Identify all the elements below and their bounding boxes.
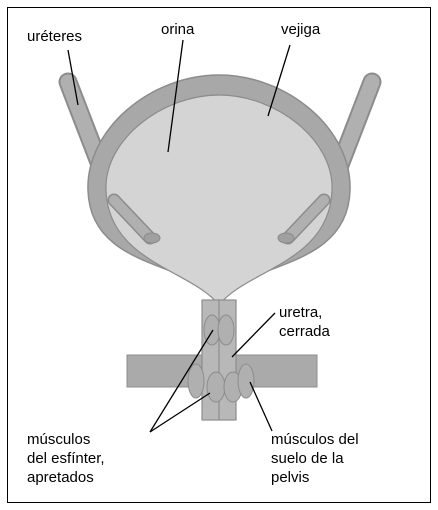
label-ureteres: uréteres [27,27,82,46]
pelvic-muscle-left-inner [207,372,225,402]
label-esfinter: músculos del esfínter, apretados [27,430,105,487]
label-vejiga: vejiga [281,20,320,39]
leader-uretra [232,313,275,357]
ureter-right-upper-fill [340,82,372,165]
pelvic-muscle-right-outer [238,364,254,398]
bladder-interior [106,95,332,305]
label-orina: orina [161,20,194,39]
ureter-left-opening [144,233,160,243]
ureter-right-opening [278,233,294,243]
leader-suelo [250,382,272,431]
label-suelo: músculos del suelo de la pelvis [271,430,359,487]
leader-esfinter-2 [150,393,210,432]
label-uretra: uretra, cerrada [279,303,330,341]
sphincter-right [218,315,234,345]
pelvic-muscle-left-outer [188,364,204,398]
